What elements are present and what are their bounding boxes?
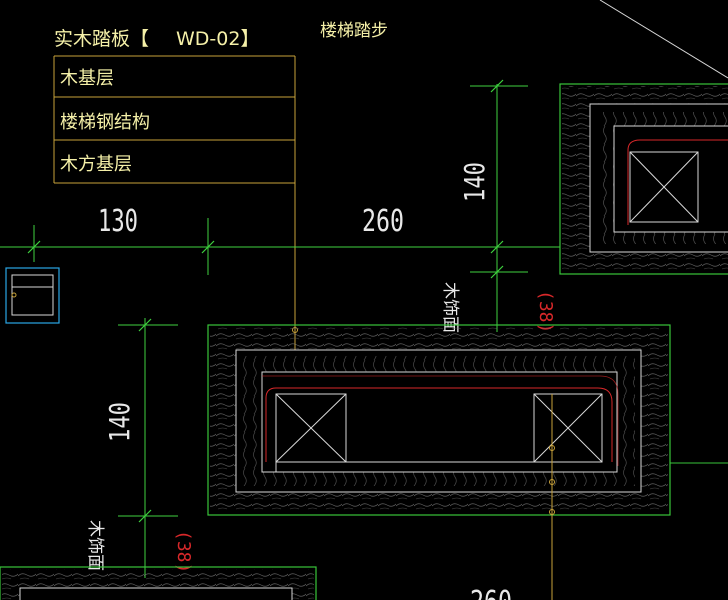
stair-slope-line <box>599 0 728 79</box>
legend-code: WD-02】 <box>176 28 259 50</box>
finish-thickness-upper: (38) <box>535 290 556 333</box>
finish-thickness-lower: (38) <box>173 530 194 573</box>
dimension-130: 130 <box>98 204 138 239</box>
lower-stair-tread <box>0 566 317 600</box>
horizontal-dimension: 130 260 <box>0 84 560 332</box>
finish-note-lower: 木饰面 <box>85 520 105 571</box>
vertical-dimension-lower: 140 <box>103 318 178 578</box>
legend-row-3: 木方基层 <box>60 154 132 175</box>
section-label: 楼梯踏步 <box>320 21 388 41</box>
main-leader <box>549 394 555 600</box>
main-stair-tread <box>207 324 671 516</box>
legend-row-1: 木基层 <box>60 68 114 89</box>
vertical-dimension-upper: 140 <box>458 79 528 279</box>
dimension-260: 260 <box>362 204 404 239</box>
dimension-140-lower: 140 <box>103 402 136 442</box>
dimension-260-bottom: 260 <box>470 585 512 600</box>
dimension-140-upper: 140 <box>458 162 491 202</box>
material-legend: 实木踏板【 WD-02】 木基层 楼梯钢结构 木方基层 <box>53 28 296 184</box>
upper-stair-tread <box>559 83 728 275</box>
finish-note-upper: 木饰面 <box>440 282 460 333</box>
legend-row-2: 楼梯钢结构 <box>60 112 150 133</box>
legend-title: 实木踏板【 <box>54 28 149 50</box>
elevation-symbol-icon <box>5 267 60 324</box>
